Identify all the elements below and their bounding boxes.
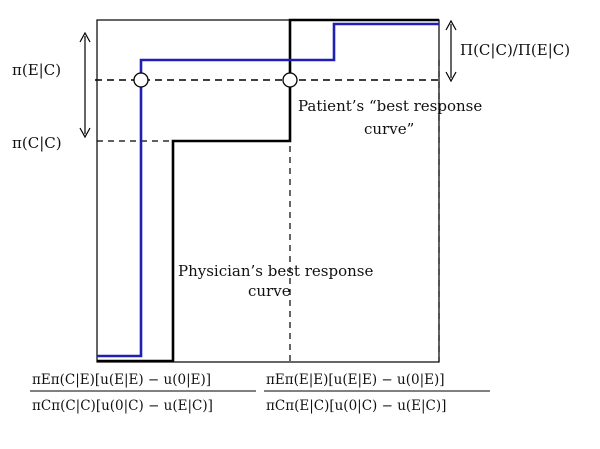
right-arrow-head-bottom [445, 71, 457, 83]
left-arrow-head-top [79, 31, 91, 43]
fraction-1-denominator: πCπ(C|C)[u(0|C) − u(E|C)] [32, 398, 213, 414]
equilibrium-marker-right [282, 72, 298, 88]
fraction-2-denominator: πCπ(E|C)[u(0|C) − u(E|C)] [266, 398, 446, 414]
physician-best-response-curve [97, 18, 439, 363]
plot-frame [96, 19, 440, 363]
patient-curve-label-line1: Patient’s “best response [298, 97, 482, 115]
right-arrow-head-top [445, 19, 457, 31]
fraction-2-numerator: πEπ(E|E)[u(E|E) − u(0|E)] [266, 372, 445, 388]
patient-best-response-curve [97, 22, 439, 358]
x-fraction-2: πEπ(E|E)[u(E|E) − u(0|E)] πCπ(E|C)[u(0|C… [264, 372, 490, 414]
x-fraction-1: πEπ(C|E)[u(E|E) − u(0|E)] πCπ(C|C)[u(0|C… [30, 372, 256, 414]
patient-curve-label-line2: curve” [364, 120, 414, 138]
fraction-1-numerator: πEπ(C|E)[u(E|E) − u(0|E)] [32, 372, 211, 388]
equilibrium-marker-left [133, 72, 149, 88]
label-pi-c-given-c: π(C|C) [12, 134, 62, 152]
left-arrow-head-bottom [79, 127, 91, 139]
physician-curve-label-line2: curve [248, 282, 291, 300]
label-pi-e-given-c: π(E|C) [12, 61, 61, 79]
label-ratio: Π(C|C)/Π(E|C) [460, 41, 570, 59]
physician-curve-label-line1: Physician’s best response [178, 262, 373, 280]
